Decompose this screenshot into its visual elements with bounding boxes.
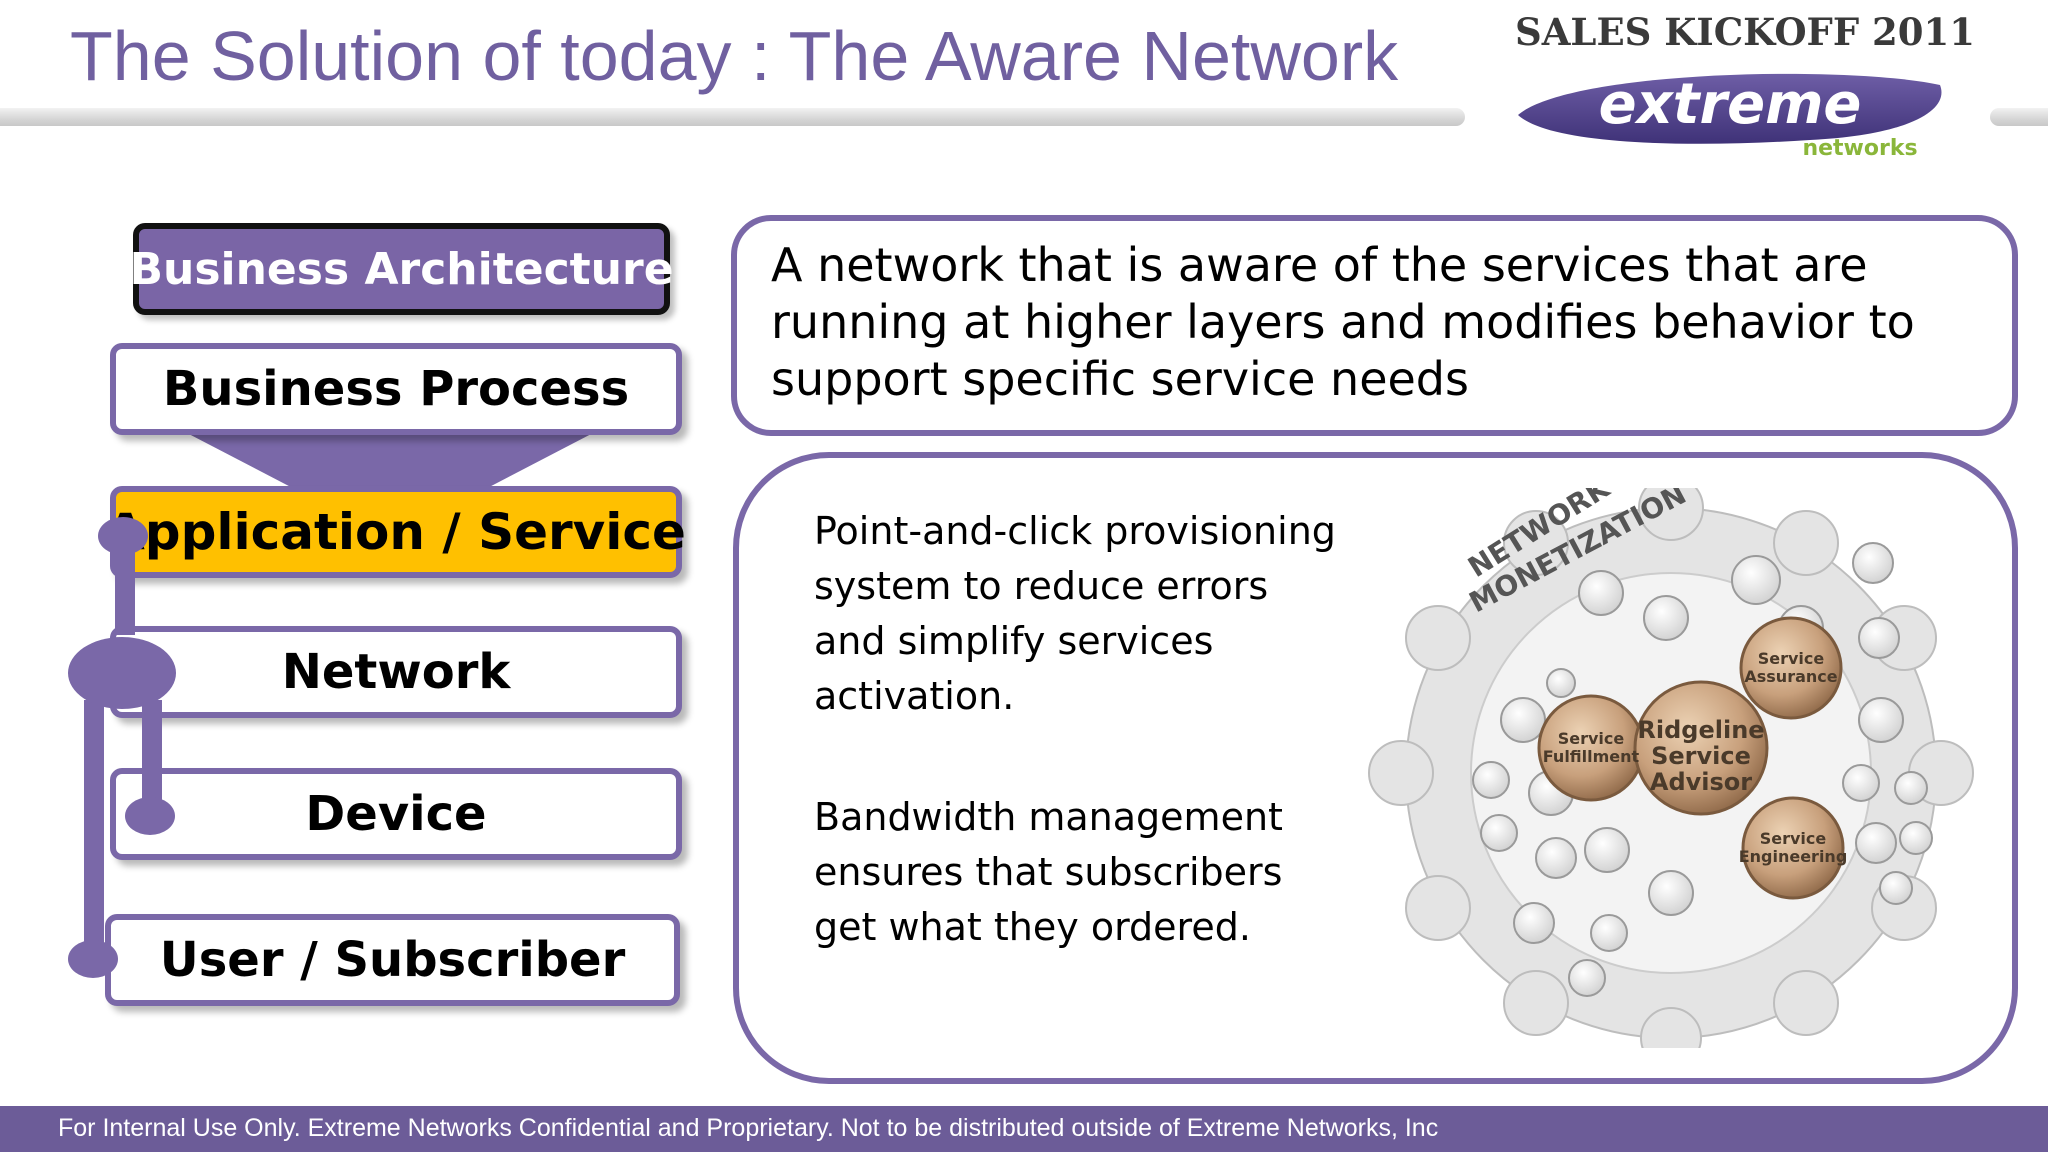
layer-device: Device <box>110 768 682 860</box>
layer-network: Network <box>110 626 682 718</box>
connector-dot-app <box>98 517 148 555</box>
slide-title: The Solution of today : The Aware Networ… <box>70 17 1399 95</box>
connector-dot-user <box>68 940 118 978</box>
connector-dot-network <box>68 637 176 709</box>
center-gear-line2: Service <box>1651 742 1751 770</box>
extreme-networks-logo: extreme networks <box>1518 72 1942 160</box>
definition-box: A network that is aware of the services … <box>731 215 2018 436</box>
benefit-bandwidth: Bandwidth management ensures that subscr… <box>814 795 1283 949</box>
logo-sub: networks <box>1802 136 1917 160</box>
header-divider-right <box>1990 108 2048 126</box>
engineering-gear-line1: Service <box>1760 829 1827 848</box>
logo-word: extreme <box>1599 72 1862 137</box>
connector-network-user <box>84 700 104 960</box>
engineering-gear-line2: Engineering <box>1739 847 1848 866</box>
layer-business-architecture: Business Architecture <box>129 223 674 315</box>
footer-confidentiality-text: For Internal Use Only. Extreme Networks … <box>58 1114 1439 1142</box>
fulfillment-gear-line1: Service <box>1558 729 1625 748</box>
network-monetization-gears-graphic: Ridgeline Service Advisor Service Fulfil… <box>1368 488 1974 1048</box>
header-divider <box>0 108 1465 126</box>
benefits-box: Point-and-click provisioning system to r… <box>733 452 2018 1084</box>
center-gear-line1: Ridgeline <box>1637 716 1764 744</box>
layer-business-process: Business Process <box>110 343 682 435</box>
connector-app-network <box>115 535 135 635</box>
event-label: SALES KICKOFF 2011 <box>1515 10 1975 54</box>
layer-application-service: Application / Service <box>106 486 686 578</box>
assurance-gear-line2: Assurance <box>1744 667 1837 686</box>
footer-bar: For Internal Use Only. Extreme Networks … <box>0 1106 2048 1152</box>
center-gear-line3: Advisor <box>1650 768 1752 796</box>
layer-user-subscriber: User / Subscriber <box>105 914 680 1006</box>
fulfillment-gear-line2: Fulfillment <box>1543 747 1640 766</box>
connector-network-device <box>142 700 162 815</box>
connector-dot-device <box>125 797 175 835</box>
definition-text: A network that is aware of the services … <box>771 238 1915 406</box>
benefit-provisioning: Point-and-click provisioning system to r… <box>814 509 1336 718</box>
assurance-gear-line1: Service <box>1758 649 1825 668</box>
